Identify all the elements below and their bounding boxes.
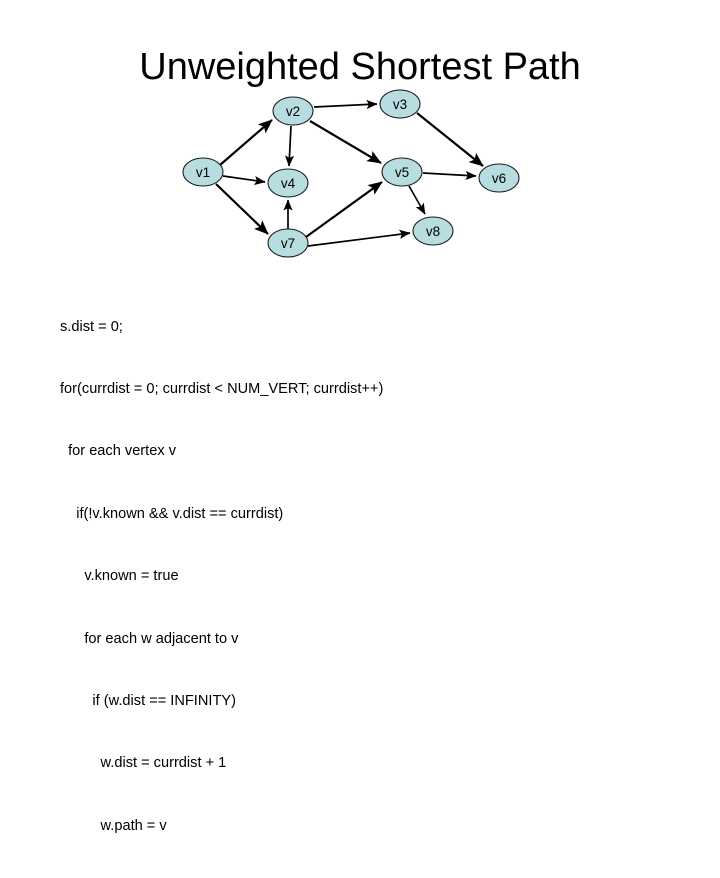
node-label-v3: v3 <box>393 97 407 112</box>
node-label-v1: v1 <box>196 165 210 180</box>
node-label-v5: v5 <box>395 165 409 180</box>
edge-v2-v4 <box>284 125 295 167</box>
edge-v1-v7 <box>215 183 269 235</box>
node-shape-v1 <box>182 157 224 187</box>
edge-v5-v8 <box>408 185 426 215</box>
graph-nodes: v1 v2 v3 v4 v5 <box>182 89 520 258</box>
graph-edges <box>215 99 484 247</box>
code-line: for each w adjacent to v <box>60 630 239 647</box>
graph-diagram: v1 v2 v3 v4 v5 <box>0 0 720 285</box>
graph-node-v5[interactable]: v5 <box>381 157 423 187</box>
edge-v7-v5 <box>305 181 383 238</box>
graph-node-v8[interactable]: v8 <box>412 216 454 246</box>
code-line: for each vertex v <box>60 443 176 460</box>
node-shape-v7 <box>267 228 309 258</box>
code-line: if (w.dist == INFINITY) <box>60 692 236 709</box>
code-line: w.dist = currdist + 1 <box>60 755 227 772</box>
node-shape-v4 <box>267 168 309 198</box>
graph-svg: v1 v2 v3 v4 v5 <box>182 89 520 258</box>
node-shape-v3 <box>379 89 421 119</box>
graph-node-v1[interactable]: v1 <box>182 157 224 187</box>
node-label-v6: v6 <box>492 171 506 186</box>
graph-node-v7[interactable]: v7 <box>267 228 309 258</box>
graph-node-v4[interactable]: v4 <box>267 168 309 198</box>
code-line: for(currdist = 0; currdist < NUM_VERT; c… <box>60 380 384 397</box>
edge-v3-v6 <box>416 112 484 167</box>
node-label-v7: v7 <box>281 236 295 251</box>
node-shape-v6 <box>478 163 520 193</box>
code-line: v.known = true <box>60 568 179 585</box>
node-label-v4: v4 <box>281 176 296 191</box>
node-shape-v2 <box>272 96 314 126</box>
page-title: Unweighted Shortest Path <box>139 46 581 88</box>
node-shape-v8 <box>412 216 454 246</box>
code-line: if(!v.known && v.dist == currdist) <box>60 505 284 522</box>
slide-canvas: Unweighted Shortest Path <box>0 0 720 834</box>
graph-node-v3[interactable]: v3 <box>379 89 421 119</box>
edge-v7-v8 <box>307 229 411 247</box>
node-label-v8: v8 <box>426 224 440 239</box>
edge-v1-v2 <box>219 119 273 166</box>
graph-node-v6[interactable]: v6 <box>478 163 520 193</box>
code-line: w.path = v <box>60 817 167 834</box>
node-shape-v5 <box>381 157 423 187</box>
edge-v5-v6 <box>422 170 477 180</box>
edge-v2-v3 <box>313 99 378 110</box>
edge-v2-v5 <box>309 120 382 164</box>
pseudocode-block: s.dist = 0; for(currdist = 0; currdist <… <box>60 275 680 878</box>
node-label-v2: v2 <box>286 104 300 119</box>
graph-node-v2[interactable]: v2 <box>272 96 314 126</box>
edge-v1-v4 <box>222 175 266 186</box>
code-line: s.dist = 0; <box>60 318 123 335</box>
